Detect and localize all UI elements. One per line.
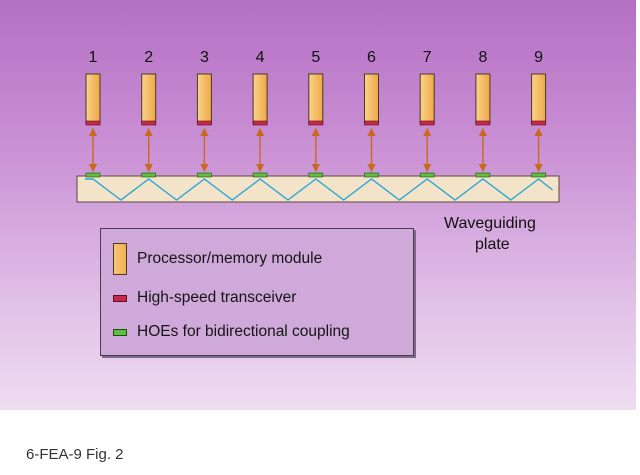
legend-item-transceiver: High-speed transceiver [113, 289, 296, 307]
module-number: 3 [200, 49, 209, 66]
plate-label-line1: Waveguiding [444, 215, 536, 232]
hoe-coupler [531, 172, 546, 178]
figure-caption: 6-FEA-9 Fig. 2 [26, 446, 124, 463]
legend-label: HOEs for bidirectional coupling [137, 323, 350, 340]
module-number: 4 [256, 49, 265, 66]
transceiver [531, 120, 546, 126]
processor-memory-module [196, 73, 212, 125]
hoe-coupler [85, 172, 101, 178]
module-swatch-icon [113, 243, 127, 275]
legend-item-module: Processor/memory module [113, 243, 322, 275]
module-number: 7 [423, 49, 432, 66]
processor-memory-module [308, 73, 324, 125]
legend: Processor/memory module High-speed trans… [100, 228, 414, 356]
transceiver [364, 120, 379, 126]
transceiver [85, 120, 101, 126]
legend-label: High-speed transceiver [137, 289, 297, 306]
processor-memory-module [364, 73, 379, 125]
module-number: 6 [367, 49, 376, 66]
transceiver [252, 120, 268, 126]
hoe-coupler [419, 172, 435, 178]
processor-memory-module [252, 73, 268, 125]
module-number: 5 [311, 49, 320, 66]
transceiver [308, 120, 324, 126]
transceiver [197, 120, 212, 126]
hoe-coupler [308, 172, 324, 178]
processor-memory-module [85, 73, 101, 125]
processor-memory-module [531, 73, 547, 125]
transceiver [419, 120, 435, 126]
hoe-swatch-icon [113, 328, 127, 336]
interconnect-diagram: 1 2 3 4 5 6 7 8 9 Waveguiding plate [76, 49, 560, 253]
processor-memory-module [419, 73, 435, 125]
plate-label-line2: plate [475, 236, 510, 253]
hoe-coupler [475, 172, 491, 178]
module-number: 9 [534, 49, 543, 66]
processor-memory-module [475, 73, 491, 125]
module-number: 8 [478, 49, 487, 66]
transceiver-swatch-icon [113, 294, 127, 302]
hoe-coupler [364, 172, 379, 178]
module-number: 1 [89, 49, 98, 66]
processor-memory-module [141, 73, 157, 125]
hoe-coupler [197, 172, 212, 178]
light-path [85, 178, 554, 201]
module-number: 2 [144, 49, 153, 66]
hoe-coupler [141, 172, 156, 178]
legend-item-hoe: HOEs for bidirectional coupling [113, 323, 350, 341]
transceiver [475, 120, 491, 126]
hoe-coupler [252, 172, 268, 178]
transceiver [141, 120, 156, 126]
figure-panel: 1 2 3 4 5 6 7 8 9 Waveguiding plate Processor/me… [0, 0, 636, 410]
legend-label: Processor/memory module [137, 250, 323, 267]
